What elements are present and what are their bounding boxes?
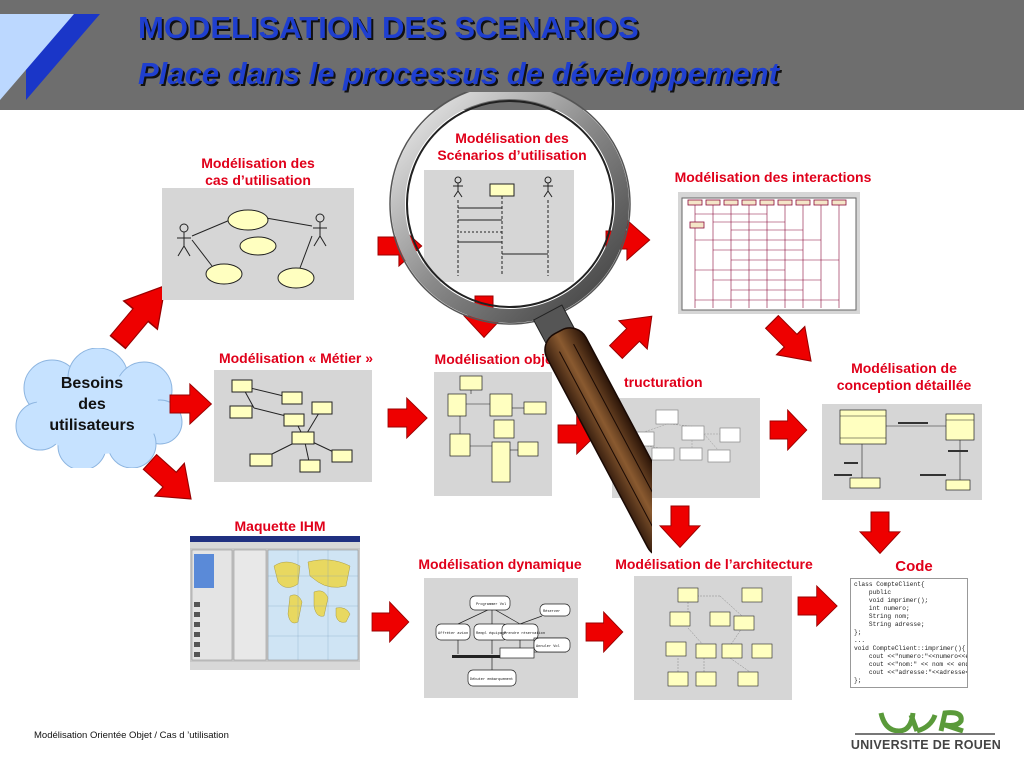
panel-cas-utilisation [162, 188, 354, 300]
slide-subtitle: Place dans le processus de développement [138, 56, 779, 91]
arrow-dynamique-to-architecture [585, 611, 624, 653]
arrow-cas-to-scen [377, 225, 423, 267]
arrow-cloud-to-ihm [134, 445, 207, 516]
class-diagram [447, 375, 547, 483]
code-line: int numero; [854, 605, 910, 612]
use-case-diagram [177, 209, 327, 289]
besoins-label: Besoins des utilisateurs [49, 375, 135, 434]
code-line: cout <<"adresse:"<<adresse<<endl; [868, 669, 967, 676]
state-affreter: Affréter avion [438, 631, 468, 636]
universite-logo-text: UNIVERSITE DE ROUEN [850, 738, 1002, 752]
arrow-objet-to-struct [557, 413, 598, 455]
label-architecture: Modélisation de l’architecture [615, 556, 813, 572]
code-line: cout <<"nom:" << nom << endl; [854, 661, 968, 668]
panel-structuration [612, 398, 760, 498]
arrow-scen-to-objet [463, 295, 505, 338]
component-diagram [665, 587, 773, 687]
code-line: void imprimer(); [854, 597, 929, 604]
code-listing: class CompteClient{ public void imprimer… [850, 578, 968, 688]
label-code: Code [895, 558, 933, 575]
panel-conception [822, 404, 982, 500]
arrow-metier-to-objet [387, 397, 428, 439]
code-line: void CompteClient::imprimer(){ [854, 645, 966, 652]
code-line: ... [854, 637, 866, 644]
arrow-conception-to-code [859, 511, 901, 554]
state-annuler-vol: Annuler Vol [536, 644, 560, 649]
panel-scenarios [424, 170, 574, 282]
panel-metier [214, 370, 372, 482]
business-diagram [229, 379, 353, 473]
code-line: String nom; [854, 613, 910, 620]
code-line: }; [854, 629, 862, 636]
ihm-mockup [190, 536, 360, 670]
state-diagram: Programmer Vol Réserver Affréter avion R… [435, 595, 571, 687]
package-diagram [633, 409, 741, 463]
arrow-struct-to-conception [769, 409, 808, 451]
panel-objet [434, 372, 552, 496]
arrow-architecture-to-code [797, 585, 838, 627]
arrow-scen-to-interactions [605, 219, 651, 261]
slide-title: MODELISATION DES SCENARIOS [138, 10, 639, 45]
state-debuter-embarquement: Débuter embarquement [470, 677, 513, 682]
header-bar [0, 0, 1024, 110]
detailed-class-diagram [834, 409, 975, 491]
universite-logo-icon [855, 710, 995, 735]
state-reserver: Réserver [543, 609, 560, 614]
arrow-struct-to-architecture [659, 505, 701, 548]
label-scenarios: Modélisation des Scénarios d’utilisation [437, 130, 587, 163]
code-line: }; [854, 677, 862, 684]
code-line: public [854, 589, 892, 596]
panel-ihm [190, 536, 360, 670]
corner-triangle-logo [0, 14, 100, 100]
code-line: String adresse; [854, 621, 925, 628]
label-dynamique: Modélisation dynamique [418, 556, 582, 572]
state-equipage: Rempl équipage [476, 631, 506, 636]
panel-architecture [634, 576, 792, 700]
sequence-diagram [453, 176, 553, 276]
arrow-cloud-to-metier [169, 383, 212, 425]
arrow-ihm-to-dynamique [371, 601, 410, 643]
label-interactions: Modélisation des interactions [674, 169, 872, 185]
label-metier: Modélisation « Métier » [218, 350, 374, 366]
besoins-cloud [15, 348, 183, 468]
panel-dynamique: Programmer Vol Réserver Affréter avion R… [424, 578, 578, 698]
label-cas-utilisation: Modélisation des cas d’utilisation [201, 155, 315, 188]
code-line: cout <<"numero:"<<numero<<endl; [868, 653, 968, 660]
label-conception: Modélisation de conception détaillée [836, 360, 972, 393]
label-ihm: Maquette IHM [234, 518, 326, 534]
code-line: class CompteClient{ [854, 581, 925, 588]
arrow-interactions-to-struct [601, 301, 667, 367]
label-structuration: tructuration [624, 374, 703, 390]
state-programmer-vol: Programmer Vol [476, 602, 506, 607]
label-objet: Modélisation objet [434, 351, 558, 367]
footer-text: Modélisation Orientée Objet / Cas d ’uti… [34, 730, 229, 741]
panel-interactions [678, 192, 860, 314]
interaction-diagram [681, 197, 857, 311]
state-prendre-reservation: Prendre réservation [504, 631, 545, 636]
